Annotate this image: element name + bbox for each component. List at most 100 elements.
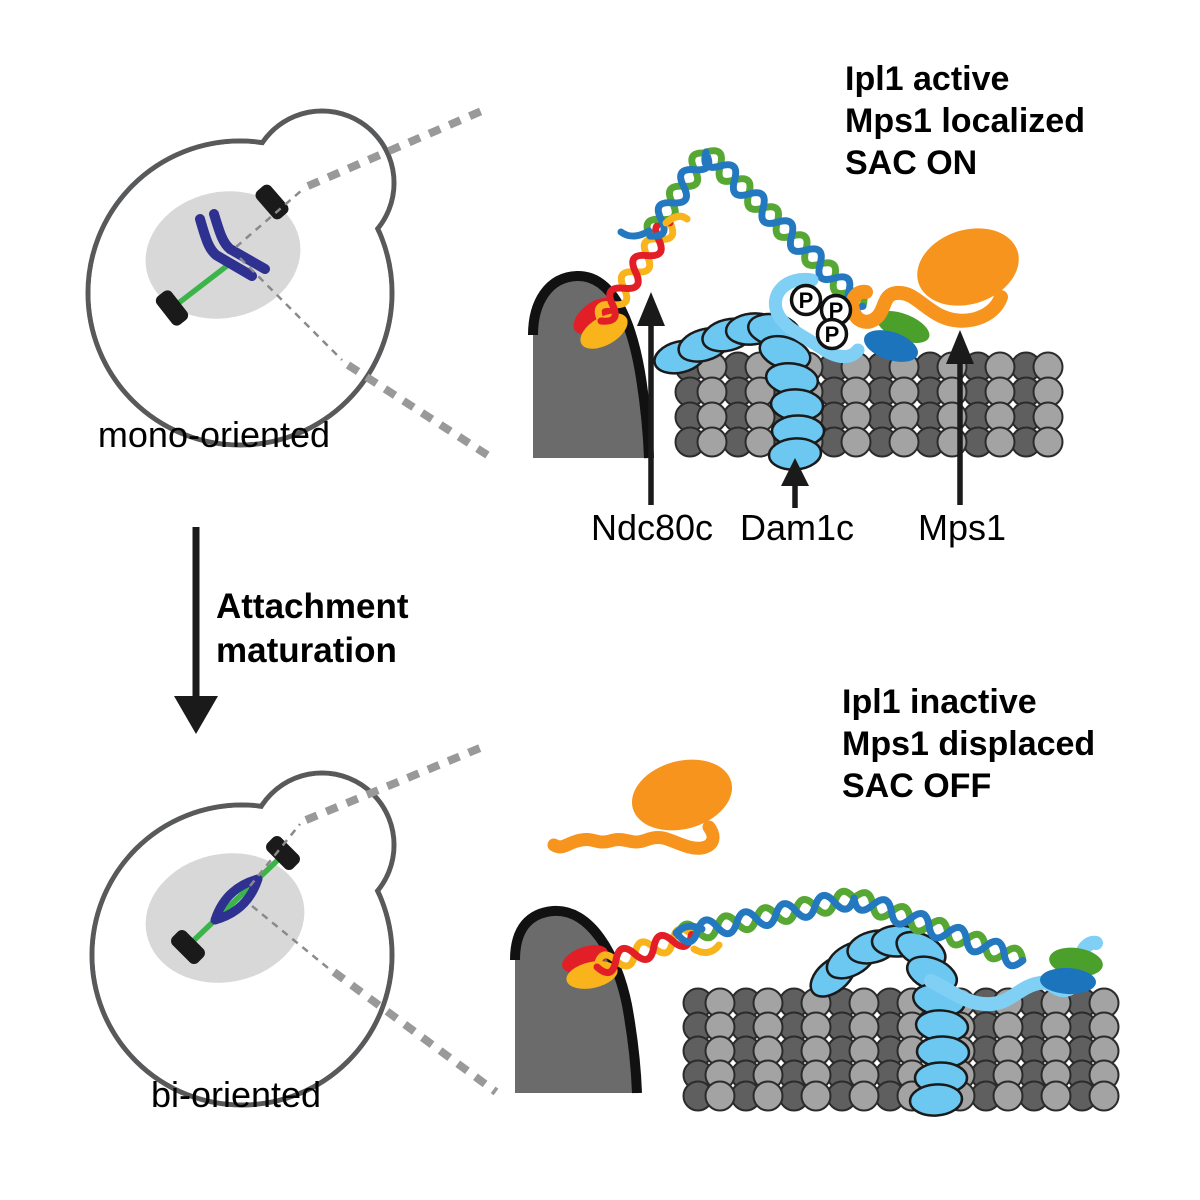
pole-dome-outline [510,905,642,1094]
tubulin-subunit [1040,1080,1072,1112]
spindle-pole-body [171,930,205,964]
zoom-dashed-line-thin [251,905,329,969]
sac-off-line3: SAC OFF [842,767,991,805]
sac-on-line1: Ipl1 active [845,60,1009,98]
spindle-microtubule [187,852,286,947]
ndc80-head-green [876,311,930,343]
tubulin-subunit [1032,426,1064,458]
zoom-dashed-line-thin [239,257,343,361]
chromosome-under-tension [210,874,263,925]
transition-label-line2: maturation [216,631,397,670]
coiled-coil-hook-blue [672,922,706,937]
tubulin-subunit [704,1080,736,1112]
ndc80c-coiled-coils [593,147,1027,977]
coiled-coil-hook-yellow [690,941,723,956]
mps1-kinase-localized [845,228,1019,329]
microtubule-lattice-bottom [682,987,1120,1112]
tubulin-subunit [888,426,920,458]
zoom-dashed-line-thick [331,968,499,1096]
spindle-pole-body [155,290,189,326]
ndc80c-coiled-coil-inner [594,219,677,325]
spindle-microtubule [173,259,235,308]
tubulin-subunit [848,1080,880,1112]
chromatid [209,209,270,274]
ndc80c-arrow [637,292,665,505]
zoom-dashed-line-thick [345,361,495,462]
tubulin-subunit [992,1080,1024,1112]
tubulin-subunit [752,1080,784,1112]
coiled-coil-strand [850,894,1027,970]
coiled-coil-hook-blue [617,227,653,240]
phospho-p: P [825,322,840,347]
dam1c-arrow [781,458,809,508]
down-arrow-head [174,696,218,734]
phospho-badge [789,283,823,317]
ndc80c-coiled-coil-outer [674,887,858,946]
coiled-coil-strand [674,892,858,946]
zoom-wedge-bottom [249,744,499,1096]
arrow-head [637,292,665,326]
coiled-coil-strand [593,930,696,977]
dam1c-ring-top [653,312,826,471]
spindle-pole-dome-bottom [510,905,642,1094]
phospho-badges: P P P [789,283,853,351]
label-mps1: Mps1 [918,507,1006,548]
phospho-badge [815,317,849,351]
transition-label-line1: Attachment [216,587,409,626]
ndc80c-coiled-coil-outer [850,889,1027,970]
state-text-sac-off: Ipl1 inactive Mps1 displaced SAC OFF [842,683,1095,805]
pole-dome-fill [515,910,637,1093]
mono-oriented-label: mono-oriented [98,414,330,455]
tubulin-subunit [1088,1080,1120,1112]
dam1c-subunit [908,1083,964,1117]
coiled-coil-strand [646,149,713,240]
sac-off-line2: Mps1 displaced [842,725,1095,763]
spindle-pole-body [255,184,289,220]
ndc80-head-blue [1040,967,1096,995]
tubulin-subunit [984,426,1016,458]
ndc80c-coiled-coil-inner [593,925,696,977]
coiled-coil-strand [597,219,674,325]
tubulin-subunit [696,426,728,458]
label-dam1c: Dam1c [740,507,854,548]
sac-off-line1: Ipl1 inactive [842,683,1037,721]
zoom-dashed-line-thin [249,823,301,887]
coiled-coil-strand [674,887,858,942]
zoom-wedge-top [235,106,495,462]
tubulin-subunit [800,1080,832,1112]
sac-on-line3: SAC ON [845,144,977,182]
bi-oriented-label: bi-oriented [151,1074,321,1115]
zoom-dashed-line-thin [235,189,303,248]
mps1-body [631,759,733,831]
coiled-coil-strand [850,889,1027,964]
zoom-dashed-line-thick [306,106,486,190]
ndc80c-coiled-coil-outer [643,149,713,240]
mps1-tail [547,820,720,855]
microtubule-lattice-top [674,351,1064,458]
phospho-p: P [829,298,844,323]
attachment-maturation-arrow [174,527,218,734]
bi-oriented-cell [89,770,397,1108]
mps1-arrow [946,330,974,505]
kinetochore-anchor-yellow [580,313,628,349]
chromatid [195,214,257,281]
tubulin-subunit [840,426,872,458]
mps1-kinase-displaced [547,759,733,855]
state-text-sac-on: Ipl1 active Mps1 localized SAC ON [845,60,1085,182]
ndc80-head-blue [864,330,918,362]
dam1-phospho-tail [769,272,865,364]
label-ndc80c: Ndc80c [591,507,713,548]
coiled-coil-strand [701,148,867,312]
zoom-dashed-line-thick [304,744,482,824]
phospho-p: P [799,288,814,313]
mono-oriented-cell [85,108,397,448]
spindle-pole-body [266,836,300,870]
coiled-coil-hook-yellow [662,212,691,227]
sac-on-line2: Mps1 localized [845,102,1085,140]
arrow-head [946,330,974,364]
kinetochore-anchor-yellow [566,961,618,989]
mps1-tail [845,284,1008,329]
mps1-body [917,228,1019,306]
tubulin-subunit [744,426,776,458]
